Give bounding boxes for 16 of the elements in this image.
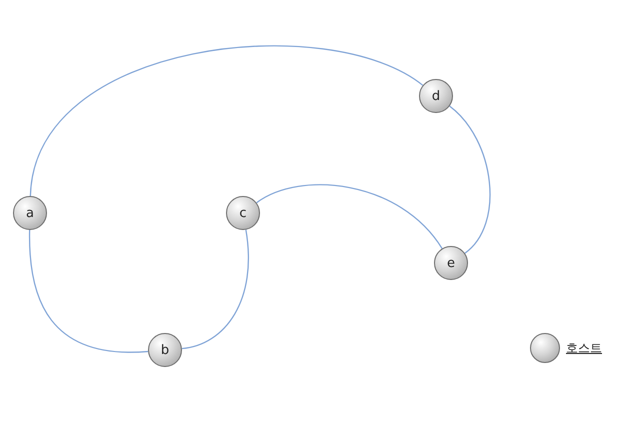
- host-circle: [226, 196, 260, 230]
- host-label: d: [432, 90, 440, 102]
- host-circle: [13, 196, 47, 230]
- host-circle: [148, 333, 182, 367]
- host-label: c: [239, 206, 247, 220]
- host-circle: [434, 246, 468, 280]
- host-label: e: [447, 256, 455, 270]
- host-label: b: [160, 344, 170, 356]
- legend-text: 호스트: [566, 340, 602, 356]
- connection-line: [30, 45, 424, 196]
- host-label: a: [26, 206, 34, 220]
- connection-line: [256, 184, 443, 249]
- connection-line: [449, 106, 491, 254]
- host-circle: [419, 79, 453, 113]
- connection-line: [182, 230, 249, 350]
- connection-line: [29, 230, 148, 353]
